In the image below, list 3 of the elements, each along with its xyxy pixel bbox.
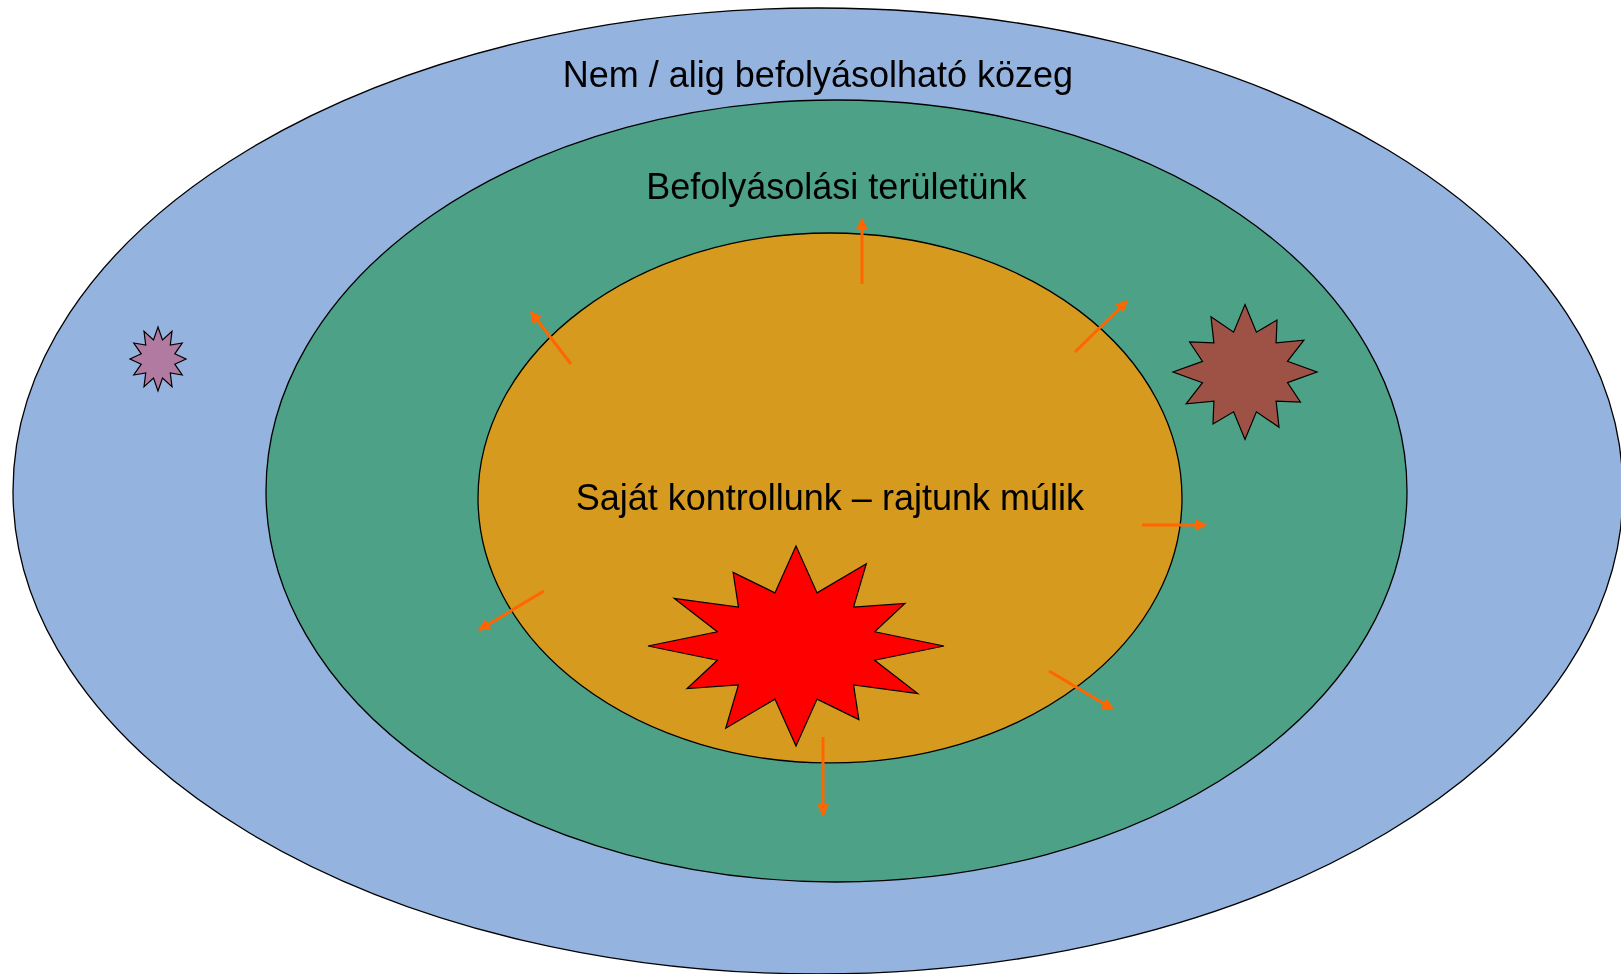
zone-label: Befolyásolási területünk — [646, 165, 1027, 208]
zone-label: Nem / alig befolyásolható közeg — [562, 54, 1074, 96]
zone-label: Saját kontrollunk – rajtunk múlik — [575, 476, 1084, 519]
